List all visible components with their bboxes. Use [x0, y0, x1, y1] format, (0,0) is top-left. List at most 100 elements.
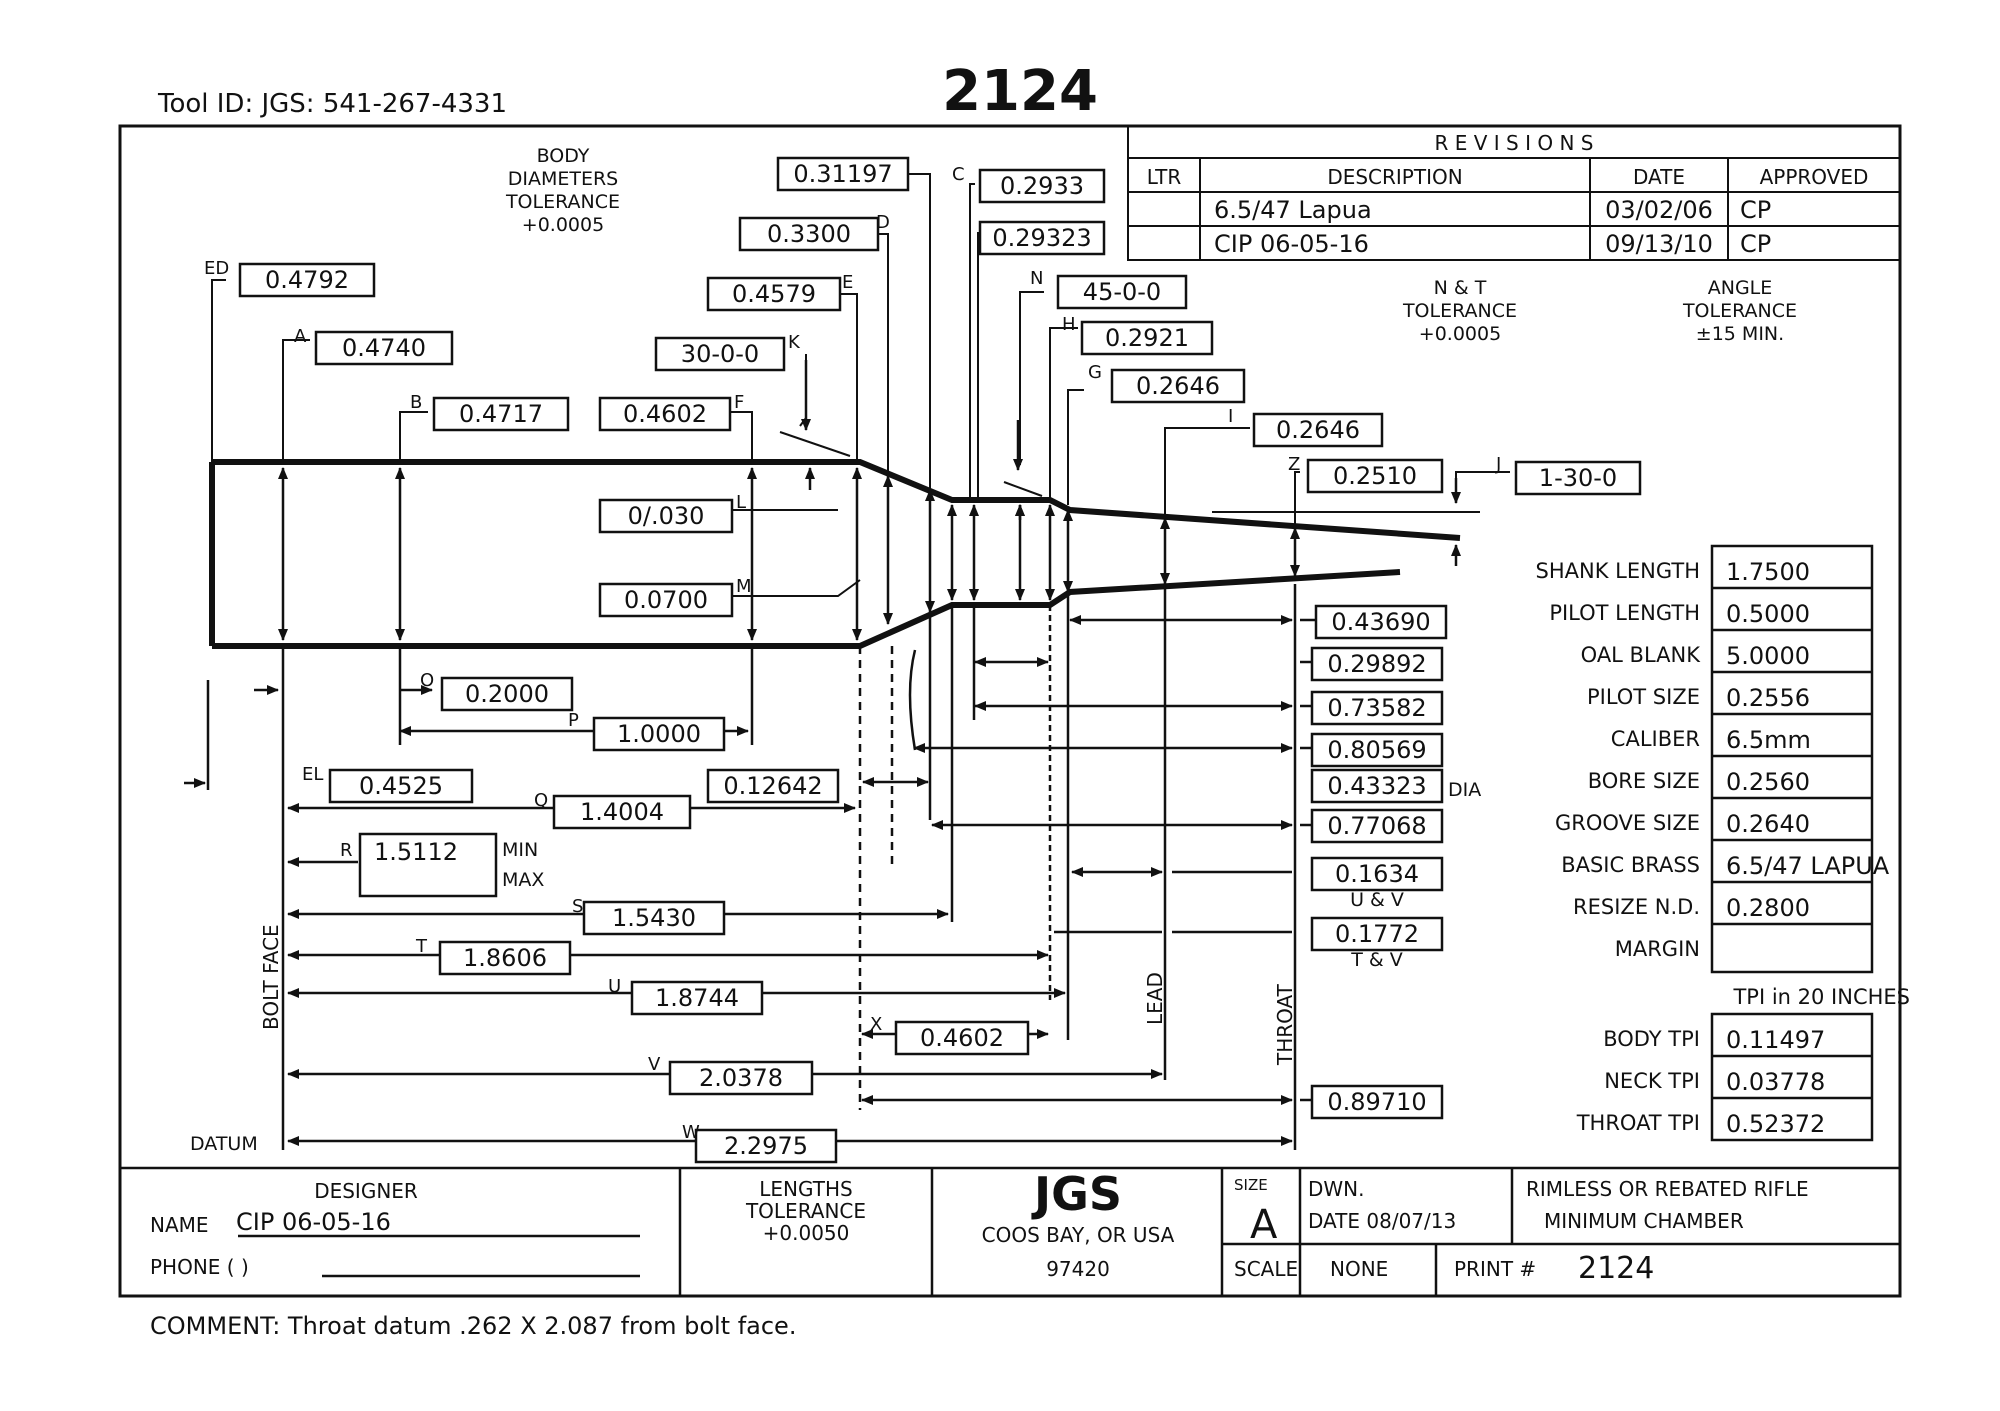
spec-table [1710, 544, 1874, 1142]
right-dim-boxes [1310, 604, 1448, 1120]
company-city: COOS BAY, OR USA [982, 1223, 1175, 1247]
spec-value-0: 1.7500 [1726, 558, 1810, 586]
lengths-tol-3: +0.0050 [763, 1221, 850, 1245]
print-value: 2124 [1578, 1251, 1654, 1286]
dim-el: 0.4525 [359, 772, 443, 800]
company-zip: 97420 [1046, 1257, 1110, 1281]
print-number-header: 2124 [942, 59, 1098, 124]
length-dimension-lines [184, 584, 1318, 1150]
dim-ed: 0.4792 [265, 266, 349, 294]
letter-o: O [420, 670, 434, 691]
dim-x: 0.4602 [920, 1024, 1004, 1052]
rev-header-description: DESCRIPTION [1327, 165, 1462, 189]
letter-g: G [1088, 362, 1102, 383]
comment: COMMENT: Throat datum .262 X 2.087 from … [150, 1312, 796, 1340]
letter-a: A [294, 326, 307, 347]
dim-r5: 0.43323 [1327, 772, 1426, 800]
spec-value-7: 6.5/47 LAPUA [1726, 852, 1890, 880]
spec-value-3: 0.2556 [1726, 684, 1810, 712]
spec-label-2: OAL BLANK [1581, 643, 1702, 667]
dim-s: 1.5430 [612, 904, 696, 932]
dim-r7: 0.1634 [1335, 860, 1419, 888]
spec-value-8: 0.2800 [1726, 894, 1810, 922]
spec-value-2: 5.0000 [1726, 642, 1810, 670]
letter-k: K [788, 332, 801, 353]
tpi-label-0: BODY TPI [1603, 1027, 1700, 1051]
spec-label-5: BORE SIZE [1588, 769, 1700, 793]
dim-j: 1-30-0 [1539, 464, 1617, 492]
designer-heading: DESIGNER [314, 1179, 418, 1203]
scale-label: SCALE [1234, 1257, 1298, 1281]
nt-tol-line-3: +0.0005 [1419, 323, 1501, 345]
dwn-label: DWN. [1308, 1177, 1365, 1201]
letter-r: R [340, 840, 353, 861]
letter-m: M [736, 576, 752, 597]
spec-label-4: CALIBER [1611, 727, 1700, 751]
dim-i: 0.2646 [1276, 416, 1360, 444]
dim-p: 1.0000 [617, 720, 701, 748]
chamber-outline [209, 459, 1480, 649]
letter-x: X [870, 1014, 882, 1035]
tpi-value-2: 0.52372 [1726, 1110, 1825, 1138]
company-logo: JGS [1031, 1167, 1122, 1221]
dim-r7-note: U & V [1350, 889, 1404, 911]
nt-tolerance-note: N & T TOLERANCE +0.0005 [1402, 277, 1517, 345]
dim-e: 0.4579 [732, 280, 816, 308]
spec-label-3: PILOT SIZE [1587, 685, 1700, 709]
body-tol-line-4: +0.0005 [522, 214, 604, 236]
dim-v: 2.0378 [699, 1064, 783, 1092]
tpi-label-2: THROAT TPI [1576, 1111, 1700, 1135]
tool-id: Tool ID: JGS: 541-267-4331 [157, 89, 507, 119]
letter-t: T [415, 936, 428, 957]
letter-z: Z [1288, 454, 1300, 475]
dim-r9: 0.89710 [1327, 1088, 1426, 1116]
revisions-title: R E V I S I O N S [1435, 131, 1594, 155]
dim-q: 1.4004 [580, 798, 664, 826]
dim-c2: 0.2933 [1000, 172, 1084, 200]
title-desc-1: RIMLESS OR REBATED RIFLE [1526, 1177, 1809, 1201]
dim-h: 0.2921 [1105, 324, 1189, 352]
rev-row-2-date: 09/13/10 [1605, 230, 1713, 258]
leader-lines [211, 173, 1510, 597]
letter-n: N [1030, 268, 1043, 289]
revisions-table [1127, 125, 1901, 261]
letter-ed: ED [204, 258, 229, 279]
dim-r8: 0.1772 [1335, 920, 1419, 948]
tpi-title: TPI in 20 INCHES [1732, 985, 1910, 1009]
dim-g: 0.2646 [1136, 372, 1220, 400]
nt-tol-line-1: N & T [1434, 277, 1487, 299]
dim-r2: 0.29892 [1327, 650, 1426, 678]
angle-arrows [801, 360, 1461, 566]
letter-p: P [568, 710, 579, 731]
title-desc-2: MINIMUM CHAMBER [1544, 1209, 1744, 1233]
label-datum: DATUM [190, 1133, 258, 1155]
dim-r8-note: T & V [1350, 949, 1403, 971]
size-value: A [1250, 1202, 1278, 1248]
letter-q: Q [534, 790, 548, 811]
angle-tol-line-1: ANGLE [1708, 277, 1773, 299]
letter-b: B [410, 392, 422, 413]
spec-label-9: MARGIN [1615, 937, 1700, 961]
letter-h: H [1062, 314, 1076, 335]
letter-e: E [842, 272, 853, 293]
letter-c: C [952, 164, 965, 185]
rev-row-2-description: CIP 06-05-16 [1214, 230, 1369, 258]
dim-z: 0.2510 [1333, 462, 1417, 490]
dim-r5-note: DIA [1448, 779, 1481, 801]
dim-d2: 0.29323 [992, 224, 1091, 252]
body-tolerance-note: BODY DIAMETERS TOLERANCE +0.0005 [505, 145, 620, 236]
angle-tolerance-note: ANGLE TOLERANCE ±15 MIN. [1682, 277, 1797, 345]
rev-row-1-date: 03/02/06 [1605, 196, 1713, 224]
dim-boxes [238, 156, 1642, 1164]
letter-v: V [648, 1054, 661, 1075]
dim-m: 0.0700 [624, 586, 708, 614]
dim-f: 0.4602 [623, 400, 707, 428]
internal-diameter-arrows [278, 467, 1300, 641]
body-tol-line-3: TOLERANCE [505, 191, 620, 213]
spec-label-7: BASIC BRASS [1561, 853, 1700, 877]
rev-header-ltr: LTR [1147, 165, 1182, 189]
dim-w: 2.2975 [724, 1132, 808, 1160]
dim-x1: 0.12642 [723, 772, 822, 800]
dim-c1: 0.31197 [793, 160, 892, 188]
scale-value: NONE [1330, 1257, 1388, 1281]
